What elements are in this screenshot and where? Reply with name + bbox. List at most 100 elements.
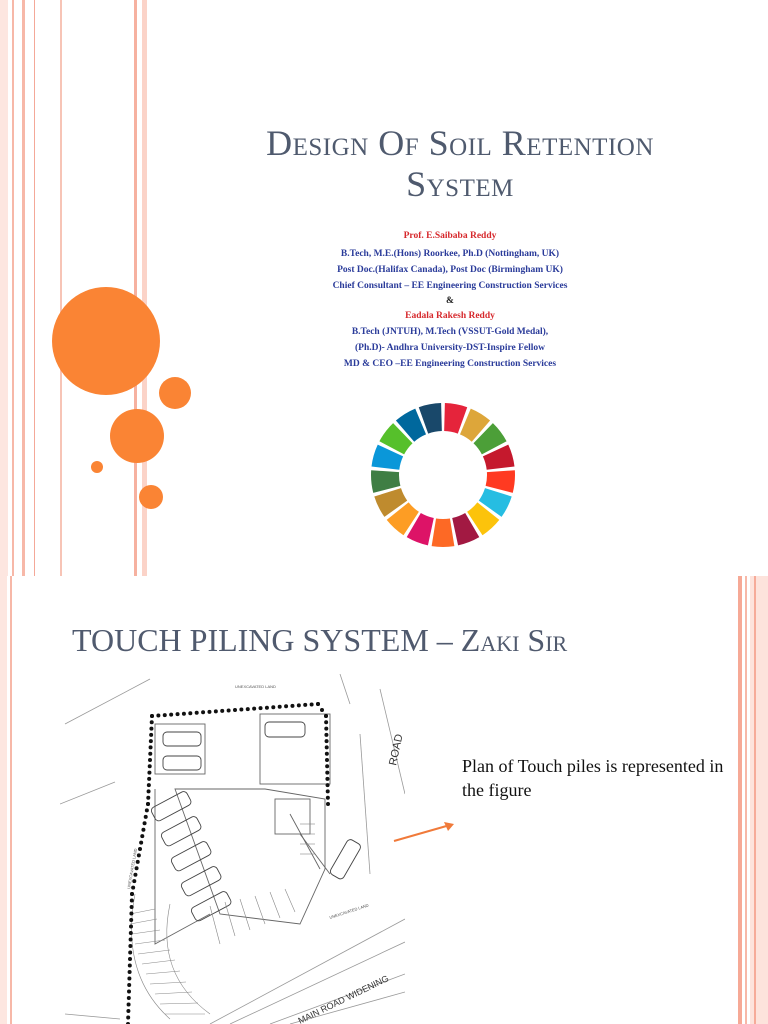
pile-marker: [296, 703, 301, 708]
pile-marker: [148, 745, 153, 750]
plan-label-unexcavated-bottom: UNEXCAVATED LAND: [329, 903, 370, 920]
sdg-wheel-segment: [371, 470, 401, 493]
sdg-wheel-segment: [418, 403, 442, 434]
pile-marker: [324, 726, 329, 731]
pile-marker: [324, 745, 329, 750]
author-1-credentials: B.Tech, M.E.(Hons) Roorkee, Ph.D (Nottin…: [340, 249, 560, 259]
decor-circle-dot: [91, 461, 103, 473]
pile-marker: [325, 758, 329, 762]
pile-marker: [134, 866, 139, 871]
pile-marker: [194, 710, 199, 715]
sdg-wheel-segment: [444, 403, 468, 434]
pile-marker: [320, 708, 324, 712]
pile-marker: [226, 708, 231, 713]
pile-marker: [129, 911, 134, 916]
sdg-wheel-segment: [452, 513, 480, 546]
pile-marker: [127, 989, 131, 994]
presentation-title-line-2: System: [406, 164, 514, 204]
ampersand: &: [446, 296, 454, 306]
author-1-name: Prof. E.Saibaba Reddy: [403, 231, 497, 241]
pile-marker: [239, 707, 244, 712]
decor-stripe: [142, 0, 147, 576]
pile-marker: [146, 795, 151, 800]
slide-heading-author: Zaki Sir: [460, 622, 568, 658]
sdg-wheel-segment: [406, 513, 434, 546]
pile-marker: [138, 847, 142, 851]
pile-marker: [309, 702, 314, 707]
pile-marker: [129, 898, 134, 903]
pile-marker: [126, 1002, 131, 1007]
sdg-wheel-segment: [473, 423, 507, 455]
pile-marker: [324, 739, 329, 744]
pile-marker: [258, 706, 263, 711]
pile-marker: [140, 834, 145, 839]
pile-marker: [129, 905, 134, 909]
pile-marker: [127, 970, 132, 974]
pile-marker: [271, 705, 276, 710]
sdg-wheel-segment: [485, 470, 515, 493]
sdg-wheel-segment: [386, 502, 419, 536]
pile-marker: [264, 705, 269, 710]
pile-marker: [324, 714, 328, 718]
pile-marker: [132, 879, 137, 884]
pile-marker: [128, 944, 133, 948]
author-2-credentials: B.Tech (JNTUH), M.Tech (VSSUT-Gold Medal…: [351, 327, 549, 337]
pile-marker: [156, 713, 161, 718]
decor-stripe: [34, 0, 35, 576]
pile-marker: [316, 702, 320, 706]
pile-marker: [130, 892, 134, 896]
pile-marker: [148, 751, 153, 756]
pile-marker: [233, 708, 237, 712]
pile-marker: [303, 702, 308, 707]
pile-marker: [128, 931, 133, 935]
decor-stripe: [10, 576, 12, 1024]
touch-pile-plan-drawing: UNEXCAVATED LAND UNEXCAVATED LAND UNEXCA…: [60, 674, 405, 1024]
pile-marker: [142, 821, 147, 826]
plan-label-road: ROAD: [387, 733, 405, 767]
pile-marker: [162, 713, 167, 718]
sdg-wheel-segment: [467, 502, 500, 536]
pile-marker: [127, 983, 132, 987]
pile-marker: [146, 789, 151, 794]
decor-stripe: [0, 0, 8, 576]
decor-stripe: [754, 576, 756, 1024]
author-2-role: MD & CEO –EE Engineering Construction Se…: [343, 359, 557, 369]
pile-marker: [136, 853, 141, 858]
pile-marker: [128, 950, 133, 955]
pile-marker: [325, 795, 330, 800]
pile-marker: [126, 1009, 131, 1013]
sdg-wheel-segment: [374, 488, 408, 517]
decor-stripe: [738, 576, 742, 1024]
slide-heading-main: TOUCH PILING SYSTEM –: [72, 622, 461, 658]
pile-marker: [213, 709, 218, 714]
pile-marker: [325, 770, 330, 775]
pile-marker: [133, 872, 138, 877]
presentation-title-line-1: Design Of Soil Retention: [266, 123, 654, 163]
pile-marker: [146, 802, 150, 806]
decor-circle-small: [159, 377, 191, 409]
author-1-postdoc: Post Doc.(Halifax Canada), Post Doc (Bir…: [337, 265, 563, 275]
pile-marker: [325, 764, 330, 769]
pile-marker: [146, 783, 151, 788]
author-2-name: Eadala Rakesh Reddy: [405, 311, 495, 321]
pile-marker: [147, 764, 152, 769]
pile-marker: [181, 711, 186, 716]
plan-label-unexcavated-top: UNEXCAVATED LAND: [235, 684, 276, 689]
pile-marker: [325, 783, 330, 788]
decor-stripe: [0, 576, 7, 1024]
decor-stripe: [22, 0, 25, 576]
sdg-wheel-logo: [371, 403, 515, 547]
pile-marker: [149, 732, 154, 737]
pile-marker: [139, 840, 144, 845]
author-1-role: Chief Consultant – EE Engineering Constr…: [332, 281, 568, 291]
pile-marker: [126, 1015, 131, 1020]
pile-marker: [148, 739, 153, 744]
pile-marker: [128, 957, 132, 961]
pile-marker: [141, 827, 146, 832]
decor-stripe: [750, 576, 768, 1024]
decor-stripe: [134, 0, 137, 576]
pile-marker: [284, 704, 289, 709]
sdg-wheel-segment: [459, 408, 491, 442]
plan-label-road-widening: MAIN ROAD WIDENING: [296, 973, 390, 1024]
pile-marker: [129, 918, 134, 922]
